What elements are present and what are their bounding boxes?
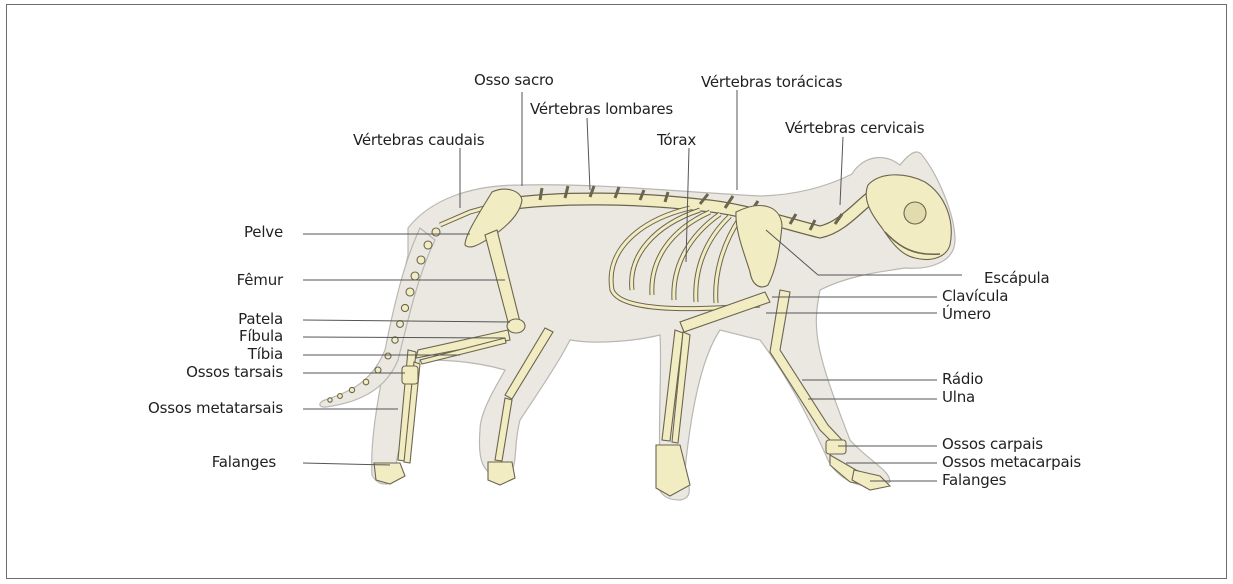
label-ossos-carpais: Ossos carpais bbox=[942, 435, 1043, 453]
label-vertebras-cervicais: Vértebras cervicais bbox=[785, 119, 925, 137]
label-pelve: Pelve bbox=[243, 223, 283, 241]
patela bbox=[506, 318, 526, 334]
carpals bbox=[825, 439, 847, 455]
radius bbox=[661, 329, 684, 442]
label-osso-sacro: Osso sacro bbox=[474, 71, 554, 89]
fibula bbox=[419, 337, 507, 365]
label-falanges-dianteiras: Falanges bbox=[942, 471, 1007, 489]
hind-phalanges bbox=[373, 462, 406, 485]
leader-lines bbox=[302, 90, 962, 482]
eye-socket bbox=[903, 201, 927, 225]
label-vertebras-lombares: Vértebras lombares bbox=[530, 100, 674, 118]
tarsals bbox=[401, 365, 419, 385]
skeleton bbox=[327, 174, 952, 497]
label-vertebras-caudais: Vértebras caudais bbox=[353, 131, 485, 149]
tibia bbox=[415, 329, 511, 359]
label-escapula: Escápula bbox=[984, 269, 1050, 287]
label-vertebras-toracicas: Vértebras torácicas bbox=[701, 73, 843, 91]
label-torax: Tórax bbox=[657, 131, 697, 149]
vertebra-processes bbox=[538, 185, 844, 231]
label-ossos-metatarsais: Ossos metatarsais bbox=[148, 399, 283, 417]
label-patela: Patela bbox=[238, 310, 283, 328]
label-ulna: Ulna bbox=[942, 388, 976, 406]
label-umero: Úmero bbox=[942, 305, 991, 323]
label-ossos-metacarpais: Ossos metacarpais bbox=[942, 453, 1082, 471]
label-radio: Rádio bbox=[942, 370, 984, 388]
label-femur: Fêmur bbox=[236, 271, 284, 289]
label-falanges-traseiras: Falanges bbox=[211, 453, 276, 471]
label-fibula: Fíbula bbox=[239, 327, 283, 345]
tail-silhouette bbox=[319, 227, 436, 408]
scapula bbox=[735, 205, 783, 288]
front-phalanges-near bbox=[655, 444, 691, 497]
label-ossos-tarsais: Ossos tarsais bbox=[186, 363, 283, 381]
label-tibia: Tíbia bbox=[247, 345, 283, 363]
label-clavicula: Clavícula bbox=[942, 287, 1009, 305]
